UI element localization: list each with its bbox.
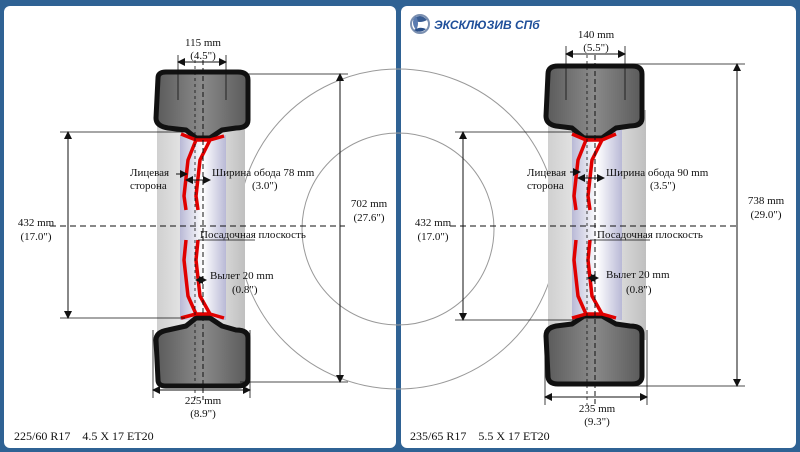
logo-icon <box>410 14 430 34</box>
right-rim-diameter-mm: 432 mm <box>415 217 452 229</box>
right-wheel <box>450 55 740 405</box>
right-rim-width-in: (3.5") <box>650 180 676 192</box>
left-caption: 225/60 R17 4.5 X 17 ET20 <box>14 429 154 443</box>
tire-top <box>153 69 251 141</box>
right-offset-mm: Вылет 20 mm <box>606 269 670 281</box>
tire-bottom <box>153 315 251 389</box>
right-front-side-1: Лицевая <box>527 167 566 179</box>
left-offset-in: (0.8") <box>232 284 258 296</box>
right-rim-width-top-in: (5.5") <box>583 42 609 54</box>
left-offset-mm: Вылет 20 mm <box>210 270 274 282</box>
left-rim-diameter-mm: 432 mm <box>18 217 55 229</box>
right-tire-width-in: (9.3") <box>584 416 610 428</box>
tire-bottom <box>543 313 645 387</box>
left-tire-width-in: (8.9") <box>190 408 216 420</box>
right-tire-diameter-mm: 738 mm <box>748 195 785 207</box>
right-offset-in: (0.8") <box>626 284 652 296</box>
right-tire-diameter-in: (29.0") <box>750 209 781 221</box>
left-rim-width-in: (3.0") <box>252 180 278 192</box>
right-tire-width-mm: 235 mm <box>579 403 616 415</box>
left-tire-diameter-in: (27.6") <box>353 212 384 224</box>
right-caption: 235/65 R17 5.5 X 17 ET20 <box>410 429 550 443</box>
left-mounting-plane: Посадочная плоскость <box>200 229 306 241</box>
left-front-side-1: Лицевая <box>130 167 169 179</box>
right-rim-diameter-in: (17.0") <box>417 231 448 243</box>
left-tire-diameter-mm: 702 mm <box>351 198 388 210</box>
brand-name: ЭКСКЛЮЗИВ СПб <box>434 18 540 32</box>
left-rim-width-top-in: (4.5") <box>190 50 216 62</box>
right-labels: 140 mm (5.5") Лицевая сторона Ширина обо… <box>410 29 785 443</box>
tire-top <box>543 63 645 141</box>
left-rim-width-mm: Ширина обода 78 mm <box>212 167 315 179</box>
brand-logo: ЭКСКЛЮЗИВ СПб <box>410 14 540 34</box>
left-dimensions <box>60 55 348 398</box>
right-dimensions <box>455 46 745 405</box>
right-rim-width-top-mm: 140 mm <box>578 29 615 41</box>
left-labels: 115 mm (4.5") Лицевая сторона Ширина обо… <box>14 37 388 443</box>
left-tire-width-mm: 225 mm <box>185 395 222 407</box>
left-rim-width-top-mm: 115 mm <box>185 37 221 49</box>
right-rim-width-mm: Ширина обода 90 mm <box>606 167 709 179</box>
right-front-side-2: сторона <box>527 180 564 192</box>
left-front-side-2: сторона <box>130 180 167 192</box>
left-rim-diameter-in: (17.0") <box>20 231 51 243</box>
rim-inner <box>572 130 622 320</box>
right-mounting-plane: Посадочная плоскость <box>597 229 703 241</box>
